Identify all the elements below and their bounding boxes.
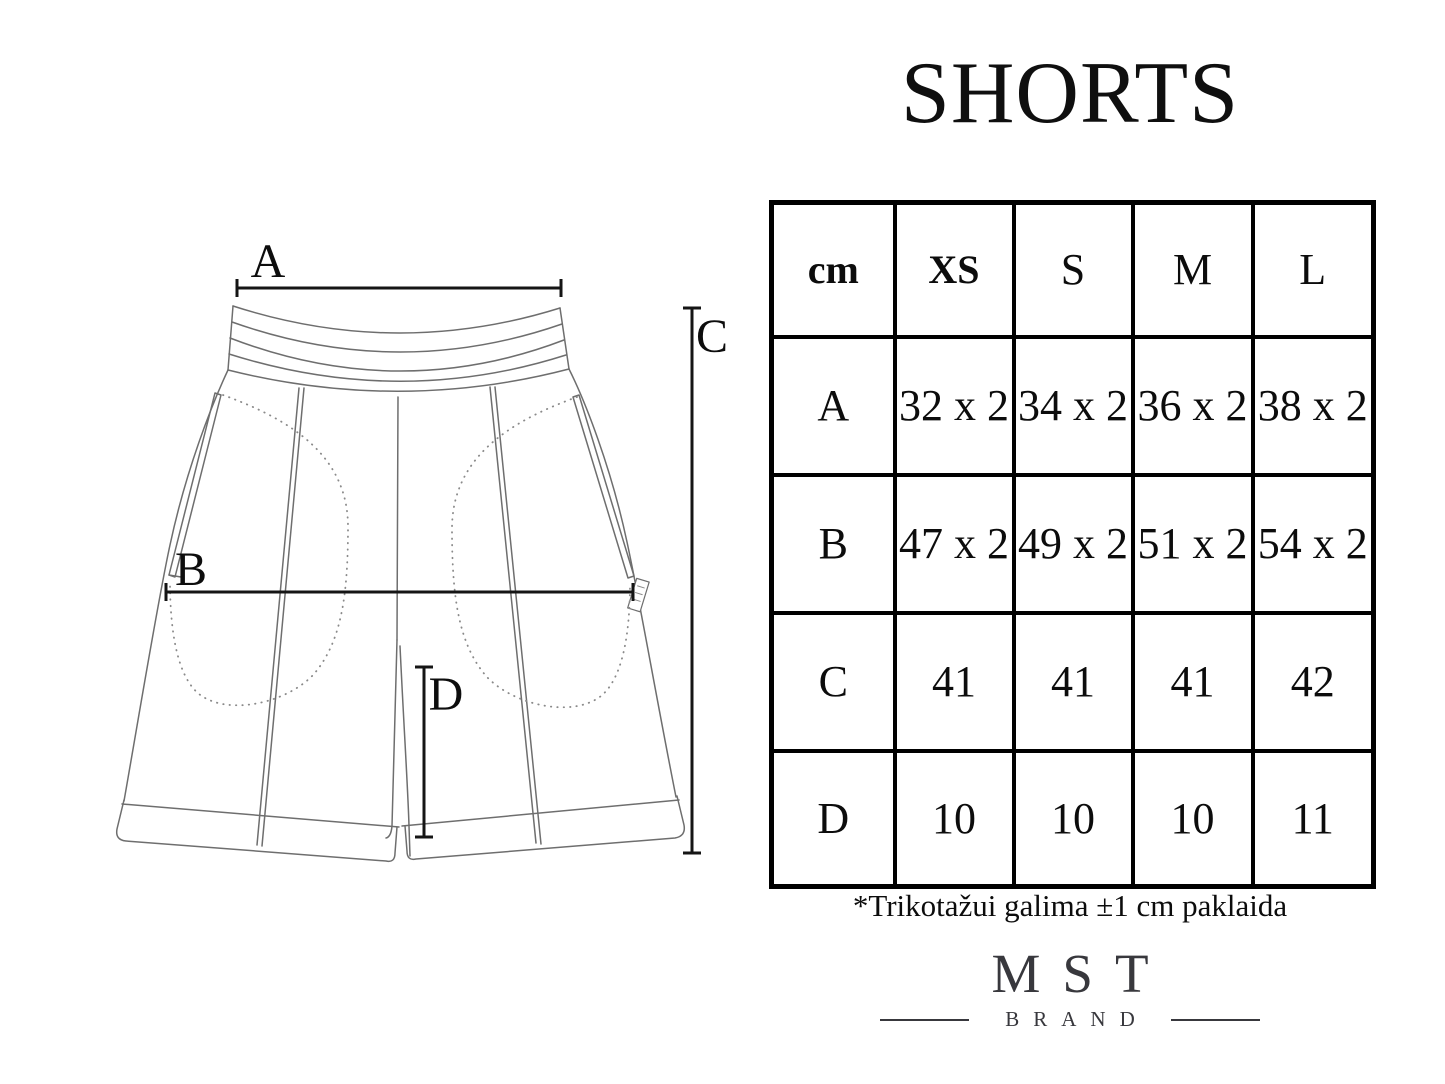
table-row: B 47 x 2 49 x 2 51 x 2 54 x 2	[769, 472, 1376, 615]
table-header-row: cm XS S M L	[769, 200, 1376, 339]
size-cell: 10	[1130, 748, 1255, 889]
size-cell: 38 x 2	[1250, 334, 1376, 477]
brand-tagline-row: BRAND	[880, 1009, 1260, 1030]
left-pocket-bag-dotted	[169, 394, 349, 707]
dimension-label-b: B	[175, 543, 207, 596]
dimension-d-line	[415, 665, 433, 839]
size-cell: 36 x 2	[1130, 334, 1255, 477]
brand-name: MST	[991, 943, 1171, 1004]
size-cell: 34 x 2	[1011, 334, 1135, 477]
right-inseam-edge	[399, 645, 411, 857]
right-crease-line	[494, 386, 542, 845]
waistband-rib-line	[228, 353, 567, 382]
size-cell: 11	[1250, 748, 1376, 889]
dimension-a-line	[235, 279, 563, 297]
tolerance-footnote: *Trikotažui galima ±1 cm paklaida	[852, 888, 1288, 923]
brand-logo: MST BRAND	[769, 946, 1371, 1030]
right-pocket-bag-dotted	[451, 396, 631, 709]
size-cell: 41	[1130, 610, 1255, 753]
right-side-seam	[568, 368, 677, 798]
brand-tagline: BRAND	[1005, 1007, 1149, 1031]
size-cell: 42	[1250, 610, 1376, 753]
left-crease-line	[261, 387, 305, 847]
waistband-right-edge	[559, 307, 570, 370]
size-cell: 47 x 2	[892, 472, 1016, 615]
shorts-technical-drawing: A B C D	[115, 235, 728, 863]
row-label-b: B	[769, 472, 897, 615]
garment-outline	[115, 305, 686, 863]
row-label-d: D	[769, 748, 897, 889]
size-cell: 54 x 2	[1250, 472, 1376, 615]
waistband-top-edge	[232, 305, 561, 334]
left-inseam-edge	[385, 639, 398, 839]
waistband-left-edge	[227, 305, 234, 371]
col-header-xs: XS	[892, 200, 1016, 339]
col-header-m: M	[1130, 200, 1255, 339]
left-crease-line	[256, 387, 300, 846]
left-cuff-top-edge	[121, 803, 400, 828]
logo-right-rule	[1170, 1018, 1260, 1021]
dimension-c-line	[683, 306, 701, 855]
dimension-label-c: C	[696, 310, 728, 363]
right-crease-line	[489, 386, 537, 844]
dimension-label-d: D	[429, 668, 464, 721]
left-pocket-opening-foot	[168, 574, 182, 578]
row-label-a: A	[769, 334, 897, 477]
right-cuff-band	[404, 795, 686, 861]
table-row: C 41 41 41 42	[769, 610, 1376, 753]
size-cell: 10	[892, 748, 1016, 889]
col-header-l: L	[1250, 200, 1376, 339]
left-pocket-opening	[168, 392, 222, 578]
center-front-seam	[396, 396, 399, 641]
size-cell: 32 x 2	[892, 334, 1016, 477]
size-cell: 49 x 2	[1011, 472, 1135, 615]
page-title: SHORTS	[900, 45, 1240, 142]
row-label-c: C	[769, 610, 897, 753]
col-header-unit: cm	[769, 200, 897, 339]
logo-left-rule	[880, 1018, 970, 1021]
waistband-rib-line	[231, 321, 563, 353]
size-cell: 51 x 2	[1130, 472, 1255, 615]
size-cell: 41	[1011, 610, 1135, 753]
right-pocket-opening	[572, 394, 635, 579]
size-cell: 41	[892, 610, 1016, 753]
waistband-bottom-edge	[227, 368, 570, 392]
size-cell: 10	[1011, 748, 1135, 889]
pocket-bag-dotted-lines	[169, 394, 631, 709]
left-cuff-band	[115, 799, 398, 863]
dimension-b-line	[164, 583, 635, 601]
dimension-lines	[164, 279, 701, 855]
size-chart-table: cm XS S M L A 32 x 2 34 x 2 36 x 2 38 x …	[769, 200, 1376, 889]
col-header-s: S	[1011, 200, 1135, 339]
right-cuff-top-edge	[401, 799, 680, 827]
dimension-label-a: A	[251, 235, 286, 288]
waistband-rib-line	[229, 337, 565, 372]
size-chart-panel: SHORTS cm XS S M L A 32 x 2 34 x 2 36	[769, 0, 1376, 1084]
table-row: A 32 x 2 34 x 2 36 x 2 38 x 2	[769, 334, 1376, 477]
table-row: D 10 10 10 11	[769, 748, 1376, 889]
side-brand-tag	[627, 577, 650, 613]
